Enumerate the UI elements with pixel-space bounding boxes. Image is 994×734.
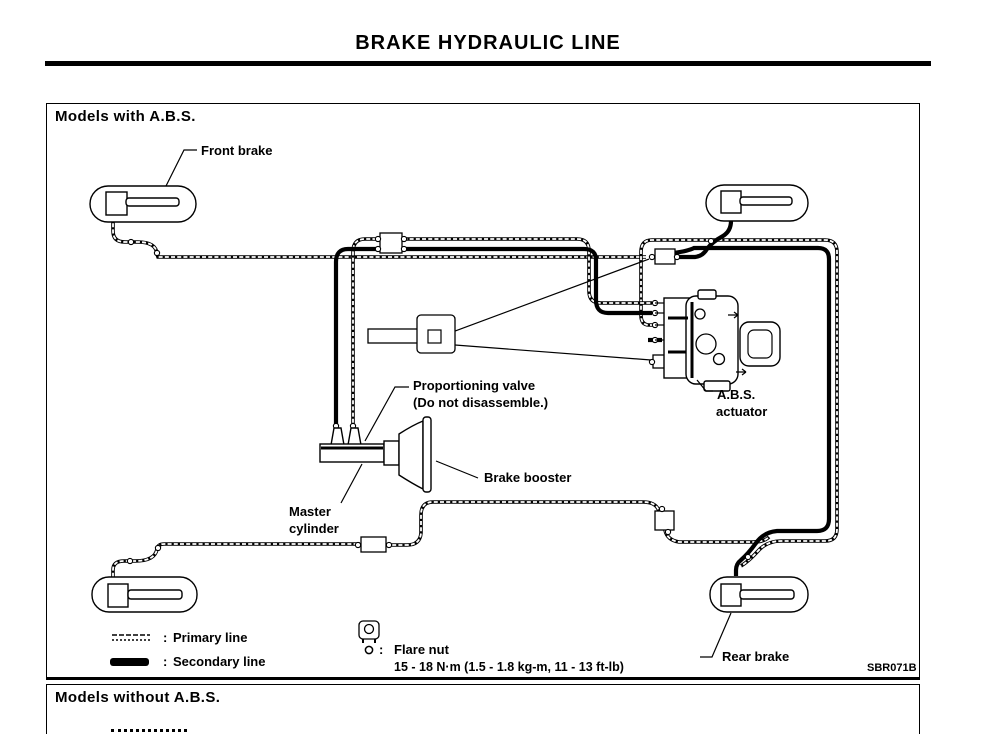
- brake-booster-label: Brake booster: [484, 470, 571, 485]
- secondary-line-swatch: [110, 658, 149, 666]
- models-without-abs-heading: Models without A.B.S.: [55, 689, 221, 706]
- flare-nut-circle-icon: [364, 645, 374, 655]
- brake-booster-plate: [422, 416, 432, 493]
- proportioning-valve-fitting-2: [347, 427, 362, 446]
- abs-actuator-label-line1: A.B.S.: [717, 387, 755, 402]
- rear-brake-label: Rear brake: [722, 649, 789, 664]
- proportioning-valve-label-line1: Proportioning valve: [413, 378, 535, 393]
- brake-booster-bell: [398, 419, 424, 491]
- line-connectors: [360, 232, 676, 553]
- rear-left-brake: [91, 576, 198, 613]
- rear-right-brake: [709, 576, 809, 613]
- master-cylinder-assembly: [319, 416, 432, 493]
- master-cylinder-label-line2: cylinder: [289, 521, 339, 536]
- figure-code: SBR071B: [867, 662, 917, 674]
- front-right-brake: [705, 184, 809, 222]
- title-rule: [45, 61, 931, 66]
- wrench-icon: [416, 314, 456, 354]
- proportioning-valve-label-line2: (Do not disassemble.): [413, 395, 548, 410]
- legend: : Primary line : Secondary line : Flare …: [110, 620, 624, 674]
- flare-nut-wrench-callout: [367, 258, 652, 361]
- models-with-abs-heading: Models with A.B.S.: [55, 108, 196, 125]
- legend-colon-secondary: :: [163, 654, 167, 669]
- master-cylinder-label-line1: Master: [289, 504, 331, 519]
- flare-nut-torque: 15 - 18 N·m (1.5 - 1.8 kg-m, 11 - 13 ft-…: [394, 660, 624, 674]
- next-diagram-stub: [111, 729, 187, 732]
- page-title: BRAKE HYDRAULIC LINE: [355, 32, 621, 54]
- abs-actuator-label-line2: actuator: [716, 404, 767, 419]
- master-cylinder-neck: [383, 440, 400, 466]
- proportioning-valve-fitting-1: [330, 427, 345, 446]
- legend-colon-flare: :: [379, 642, 383, 657]
- front-right-flare-fitting: [654, 248, 676, 265]
- legend-wrench-icon: [358, 620, 380, 643]
- flare-nut-label: Flare nut: [394, 642, 450, 657]
- abs-motor: [739, 321, 781, 367]
- legend-primary-label: Primary line: [173, 630, 247, 645]
- front-brake-label: Front brake: [201, 143, 273, 158]
- front-left-brake: [89, 185, 197, 223]
- models-without-abs-panel: Models without A.B.S.: [46, 684, 920, 734]
- callout-labels: Front brake Proportioning valve (Do not …: [165, 143, 789, 664]
- rear-line-connector-left: [360, 536, 387, 553]
- wrench-handle: [367, 328, 421, 344]
- abs-actuator-unit: [655, 289, 781, 392]
- rear-line-connector-right: [654, 510, 675, 531]
- models-with-abs-panel: Models with A.B.S.: [46, 103, 920, 680]
- legend-colon-primary: :: [163, 630, 167, 645]
- legend-secondary-label: Secondary line: [173, 654, 265, 669]
- front-line-connector: [379, 232, 403, 254]
